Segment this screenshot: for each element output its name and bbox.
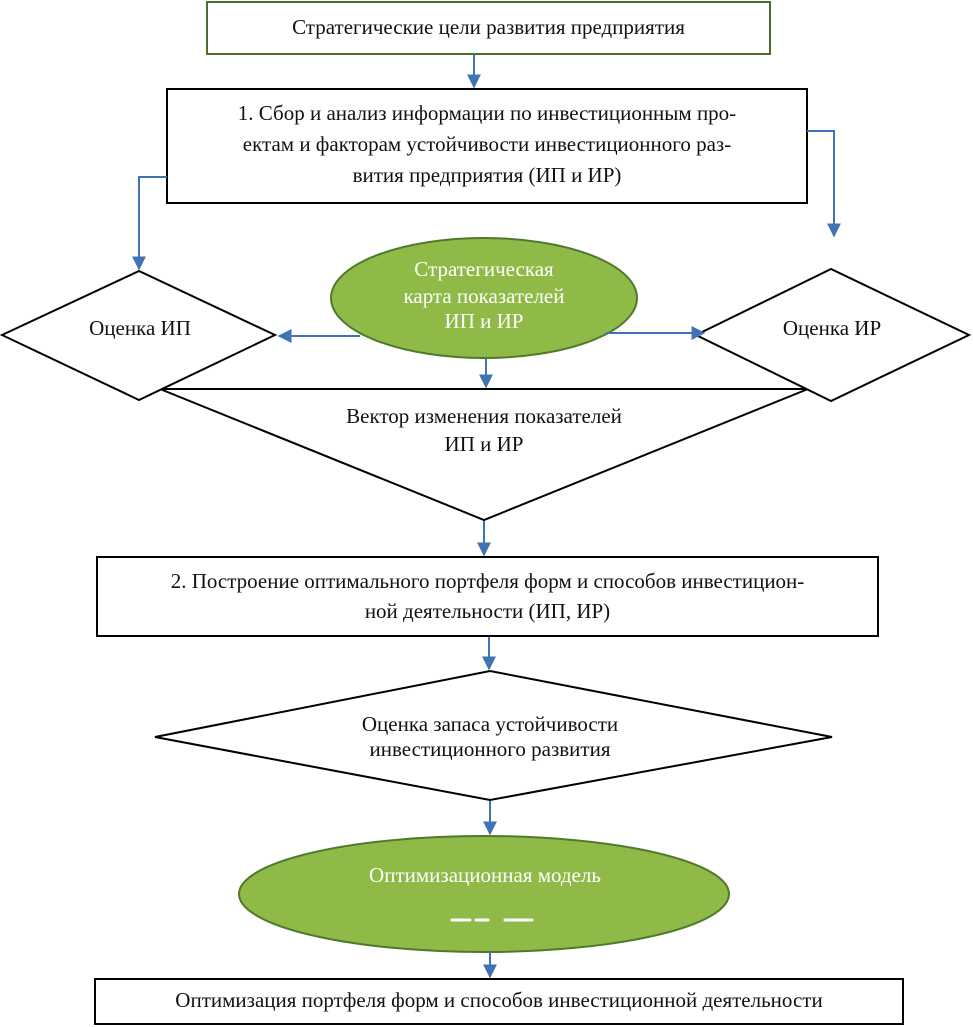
assess-ip-label: Оценка ИП — [89, 316, 191, 340]
strategic-map-label-line1: Стратегическая — [414, 257, 554, 281]
strategic-goals-label: Стратегические цели развития предприятия — [292, 15, 685, 39]
step1-label-line1: 1. Сбор и анализ информации по инвестици… — [237, 101, 737, 125]
assess-ir-label: Оценка ИР — [782, 316, 882, 340]
portfolio-optimization-box — [94, 978, 904, 1025]
assess-ir-diamond — [693, 267, 972, 403]
step1-box — [166, 88, 808, 204]
optimization-model-ellipse — [238, 835, 730, 953]
vector-label-line2: ИП и ИР — [444, 432, 524, 456]
strategic-map-ellipse — [330, 237, 638, 359]
strategic-map-label-line2: карта показателей — [403, 284, 565, 308]
strategic-goals-box — [206, 1, 771, 55]
arrow-step1-to-ir — [807, 130, 841, 238]
step2-label-line2: ной деятельности (ИП, ИР) — [364, 599, 611, 623]
stability-diamond — [154, 669, 833, 802]
step1-label-line2: ектам и факторам устойчивости инвестицио… — [242, 132, 732, 156]
step1-label-line3: вития предприятия (ИП и ИР) — [352, 163, 622, 187]
stability-label-line2: инвестиционного развития — [369, 737, 611, 761]
vector-triangle — [159, 388, 809, 522]
stability-label-line1: Оценка запаса устойчивости — [361, 712, 619, 736]
step2-box — [96, 556, 879, 637]
vector-label-line1: Вектор изменения показателей — [346, 404, 622, 428]
step2-label-line1: 2. Построение оптимального портфеля форм… — [170, 569, 805, 593]
optimization-model-label: Оптимизационная модель — [369, 863, 601, 887]
arrow-step1-to-ip — [132, 176, 167, 271]
assess-ip-diamond — [0, 269, 278, 402]
portfolio-optimization-label: Оптимизация портфеля форм и способов инв… — [175, 988, 823, 1012]
strategic-map-label-line3: ИП и ИР — [444, 309, 524, 333]
